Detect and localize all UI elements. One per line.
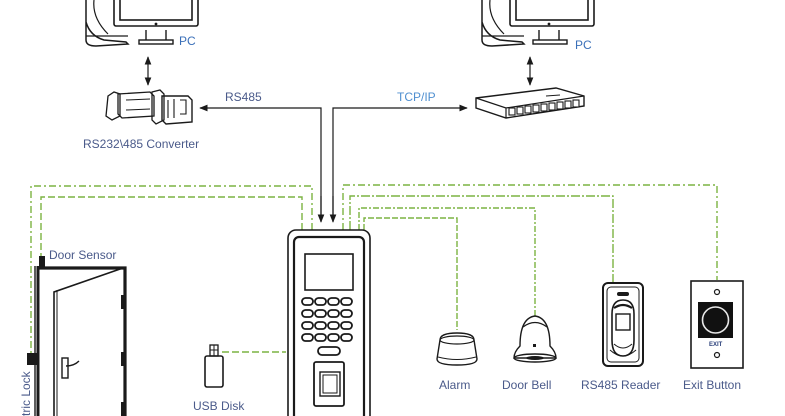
alarm: Alarm: [436, 332, 478, 392]
network-switch-icon: [475, 87, 585, 119]
door-bell: Door Bell: [502, 315, 557, 392]
rs485-connection: RS485: [199, 90, 322, 220]
converter: RS232\485 Converter: [83, 89, 199, 151]
rs485-label: RS485: [225, 90, 262, 104]
usb-disk-label: USB Disk: [193, 399, 245, 413]
rs485-reader-label: RS485 Reader: [581, 378, 660, 392]
converter-icon: [105, 89, 193, 125]
exit-button-face-text: EXIT: [709, 342, 723, 348]
tcpip-label: TCP/IP: [397, 90, 436, 104]
electric-lock-icon: [27, 353, 39, 365]
switch: [475, 87, 585, 119]
wire-electric-lock: [30, 185, 313, 355]
access-terminal-icon: [287, 229, 371, 416]
desktop-computer-icon: [481, 0, 595, 47]
pc-left-label: PC: [179, 34, 196, 48]
pc-left: PC: [85, 0, 199, 48]
exit-button[interactable]: EXIT Exit Button: [683, 280, 744, 392]
wire-exit-button: [342, 184, 718, 280]
tcpip-connection: TCP/IP: [332, 90, 468, 220]
desktop-computer-icon: [85, 0, 199, 47]
alarm-label: Alarm: [439, 378, 470, 392]
rs485-reader: RS485 Reader: [581, 282, 660, 392]
wires: [30, 184, 718, 355]
door-sensor-icon: [39, 256, 45, 268]
wire-door-sensor: [40, 196, 303, 258]
usb-disk-icon: [204, 344, 224, 388]
electric-lock-label: tric Lock: [19, 370, 33, 416]
pc-right: PC: [481, 0, 595, 52]
wire-door-bell: [358, 207, 536, 316]
alarm-siren-icon: [436, 332, 478, 366]
exit-button-icon[interactable]: EXIT: [690, 280, 744, 369]
usb-disk: USB Disk: [193, 344, 245, 413]
door-bell-icon: [513, 315, 557, 363]
fingerprint-reader-icon: [602, 282, 644, 367]
door-assembly: Door Sensor tric Lock: [19, 248, 127, 416]
door-sensor-label: Door Sensor: [49, 248, 116, 262]
pc-right-label: PC: [575, 38, 592, 52]
wire-rs485-reader: [349, 195, 614, 283]
wire-alarm: [363, 217, 458, 330]
converter-label: RS232\485 Converter: [83, 137, 199, 151]
door-bell-label: Door Bell: [502, 378, 551, 392]
exit-button-label: Exit Button: [683, 378, 741, 392]
door-icon: [34, 266, 127, 416]
terminal: [287, 229, 371, 416]
